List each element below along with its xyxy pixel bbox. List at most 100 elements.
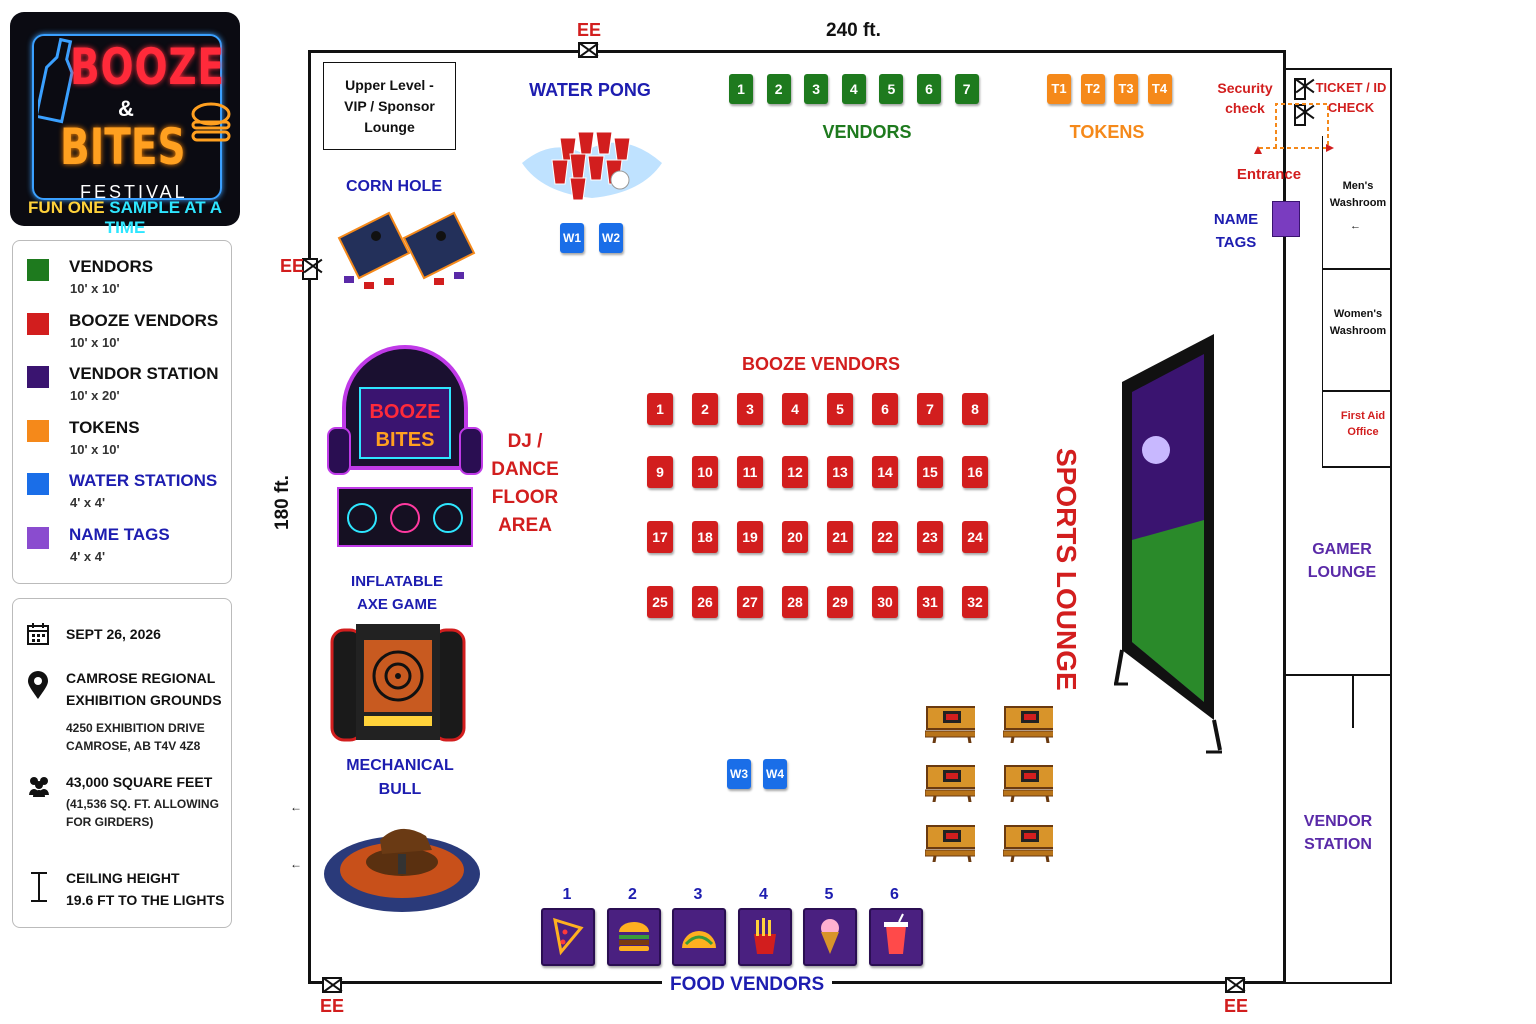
token-booth[interactable]: T3 bbox=[1114, 74, 1138, 104]
food-vendor-number: 1 bbox=[562, 886, 572, 903]
emergency-exit-top bbox=[578, 42, 598, 58]
booze-vendor-booth[interactable]: 19 bbox=[737, 521, 763, 553]
tagline-part-a: FUN ONE bbox=[28, 198, 110, 217]
booze-vendor-booth[interactable]: 7 bbox=[917, 393, 943, 425]
booze-vendor-booth[interactable]: 27 bbox=[737, 586, 763, 618]
food-vendors-label: FOOD VENDORS bbox=[662, 974, 833, 996]
annex-area bbox=[1286, 68, 1392, 984]
booze-vendor-booth[interactable]: 3 bbox=[737, 393, 763, 425]
booze-vendor-booth[interactable]: 31 bbox=[917, 586, 943, 618]
vip-line-3: Lounge bbox=[364, 119, 415, 135]
vip-line-2: VIP / Sponsor bbox=[344, 98, 435, 114]
booze-vendor-booth[interactable]: 29 bbox=[827, 586, 853, 618]
booze-vendor-booth[interactable]: 28 bbox=[782, 586, 808, 618]
emergency-exit-bottom-right bbox=[1225, 977, 1245, 993]
booze-vendor-booth[interactable]: 26 bbox=[692, 586, 718, 618]
food-vendor-booth[interactable] bbox=[737, 908, 792, 966]
venue-name-1: CAMROSE REGIONAL bbox=[66, 670, 216, 686]
booze-vendor-booth[interactable]: 13 bbox=[827, 456, 853, 488]
gamer-line-1: GAMER bbox=[1312, 541, 1372, 558]
water-station[interactable]: W2 bbox=[599, 223, 623, 253]
legend-name: VENDOR STATION bbox=[69, 364, 219, 383]
booze-vendor-booth[interactable]: 21 bbox=[827, 521, 853, 553]
legend-swatch bbox=[27, 526, 49, 549]
booze-vendor-booth[interactable]: 1 bbox=[647, 393, 673, 425]
fries-icon bbox=[753, 918, 776, 954]
token-booth[interactable]: T4 bbox=[1147, 74, 1172, 104]
legend-name: VENDORS bbox=[69, 257, 154, 276]
door-top-1 bbox=[1294, 78, 1306, 100]
corn-hole-label: CORN HOLE bbox=[346, 178, 442, 195]
booze-vendor-booth[interactable]: 17 bbox=[647, 521, 673, 553]
vendor-booth[interactable]: 6 bbox=[917, 74, 941, 104]
legend-size: 4' x 4' bbox=[70, 548, 106, 564]
booze-vendor-booth[interactable]: 11 bbox=[737, 456, 763, 488]
vendor-booth[interactable]: 7 bbox=[954, 74, 979, 104]
picnic-table-icon bbox=[1003, 765, 1053, 802]
axe-line-1: INFLATABLE bbox=[351, 573, 443, 590]
water-pong-label: WATER PONG bbox=[529, 80, 651, 100]
logo-booze: BOOZE bbox=[70, 38, 225, 96]
water-station[interactable]: W1 bbox=[560, 223, 584, 253]
gamer-lounge-label: GAMER LOUNGE bbox=[1300, 538, 1384, 584]
booze-vendor-booth[interactable]: 12 bbox=[782, 456, 808, 488]
legend-swatch bbox=[27, 259, 49, 281]
womens-line-1: Women's bbox=[1333, 308, 1383, 320]
water-station[interactable]: W3 bbox=[727, 759, 751, 789]
booze-vendor-booth[interactable]: 32 bbox=[962, 586, 988, 618]
booze-vendor-booth[interactable]: 22 bbox=[872, 521, 898, 553]
booze-vendor-booth[interactable]: 5 bbox=[827, 393, 853, 425]
booze-vendor-booth[interactable]: 16 bbox=[962, 456, 988, 488]
vendor-booth[interactable]: 5 bbox=[879, 74, 904, 104]
mens-line-1: Men's bbox=[1342, 180, 1374, 192]
token-booth[interactable]: T1 bbox=[1047, 74, 1071, 104]
booze-vendor-booth[interactable]: 15 bbox=[917, 456, 943, 488]
tokens-label: TOKENS bbox=[1069, 122, 1145, 142]
security-line-1: Security bbox=[1217, 80, 1273, 96]
entrance-label: Entrance bbox=[1236, 166, 1302, 183]
booze-vendor-booth[interactable]: 30 bbox=[872, 586, 898, 618]
washroom-arrow-icon: ← bbox=[1350, 220, 1361, 232]
booze-vendor-booth[interactable]: 8 bbox=[962, 393, 988, 425]
vendor-booth[interactable]: 4 bbox=[841, 74, 866, 104]
first-aid-office: First Aid Office bbox=[1330, 408, 1396, 440]
booze-vendor-booth[interactable]: 4 bbox=[782, 393, 808, 425]
booze-vendor-booth[interactable]: 24 bbox=[962, 521, 988, 553]
booze-vendor-booth[interactable]: 2 bbox=[692, 393, 718, 425]
gamer-line-2: LOUNGE bbox=[1307, 564, 1377, 581]
vip-lounge: Upper Level - VIP / Sponsor Lounge bbox=[323, 62, 456, 150]
booze-vendor-booth[interactable]: 14 bbox=[872, 456, 898, 488]
address-line-1: 4250 EXHIBITION DRIVE bbox=[66, 721, 205, 735]
vendor-booth[interactable]: 1 bbox=[729, 74, 753, 104]
food-vendor-booth[interactable] bbox=[868, 908, 923, 966]
booze-vendor-booth[interactable]: 18 bbox=[692, 521, 718, 553]
booze-vendor-booth[interactable]: 10 bbox=[692, 456, 718, 488]
food-vendor-booth[interactable] bbox=[803, 908, 857, 966]
booze-vendor-booth[interactable]: 23 bbox=[917, 521, 943, 553]
ee-label-bottom-right: EE bbox=[1224, 996, 1249, 1016]
vendor-booth[interactable]: 3 bbox=[804, 74, 829, 104]
water-station[interactable]: W4 bbox=[763, 759, 787, 789]
logo-festival: FESTIVAL bbox=[80, 182, 188, 202]
event-date: SEPT 26, 2026 bbox=[66, 626, 161, 642]
vendors-label: VENDORS bbox=[822, 122, 912, 142]
logo-bites: BITES bbox=[60, 118, 186, 176]
vendor-booth[interactable]: 2 bbox=[766, 74, 791, 104]
ee-label-left: EE bbox=[280, 256, 305, 276]
token-booth[interactable]: T2 bbox=[1080, 74, 1105, 104]
emergency-exit-left bbox=[302, 258, 318, 280]
booze-vendor-booth[interactable]: 20 bbox=[782, 521, 808, 553]
food-vendor-booth[interactable] bbox=[541, 908, 595, 966]
washroom-block bbox=[1322, 136, 1391, 468]
food-vendor-booth[interactable] bbox=[606, 908, 661, 966]
vendor-station-label: VENDOR STATION bbox=[1296, 810, 1380, 856]
food-vendor-number: 6 bbox=[890, 886, 899, 903]
legend-name: NAME TAGS bbox=[69, 524, 170, 544]
entrance-path-arrow bbox=[1254, 103, 1334, 154]
booze-vendor-booth[interactable]: 6 bbox=[872, 393, 898, 425]
food-vendor-booth[interactable] bbox=[672, 908, 726, 966]
booze-vendor-booth[interactable]: 9 bbox=[647, 456, 673, 488]
legend-size: 4' x 4' bbox=[70, 495, 106, 510]
name-tags-line-2: TAGS bbox=[1215, 234, 1257, 251]
booze-vendor-booth[interactable]: 25 bbox=[647, 586, 673, 618]
